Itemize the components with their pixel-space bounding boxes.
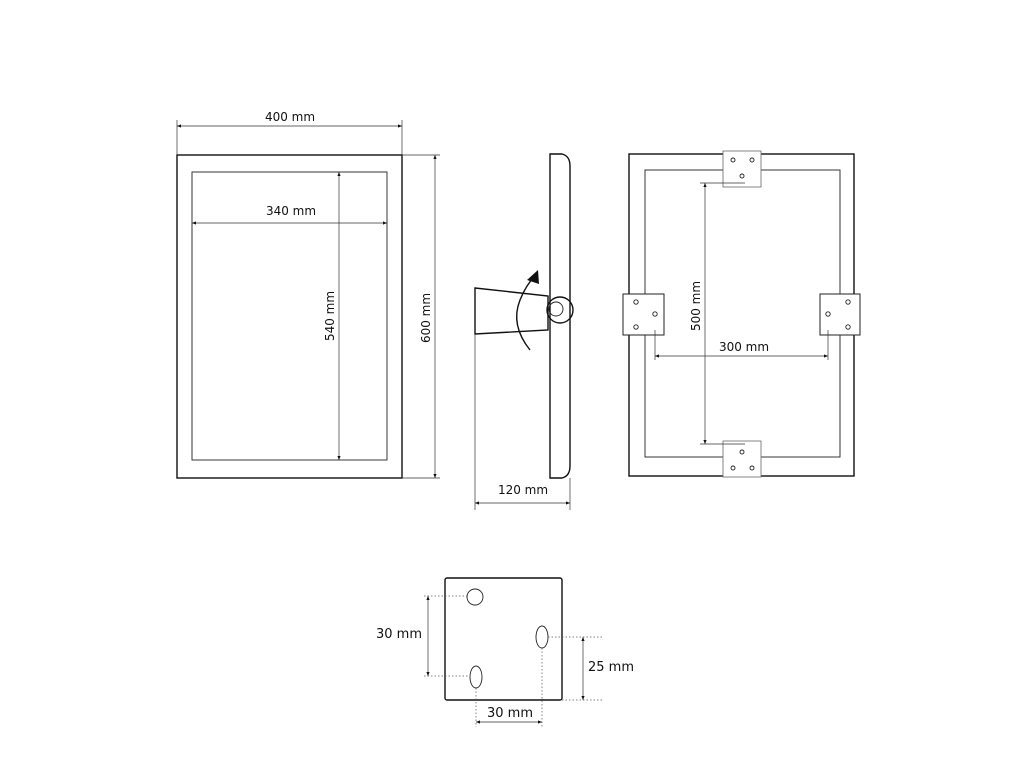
side-view: 120 mm	[474, 153, 574, 510]
pivot-pin	[548, 301, 564, 317]
outer-height-label: 600 mm	[419, 293, 433, 343]
plate-offset-label: 25 mm	[588, 660, 634, 675]
pivot-arm	[474, 287, 549, 335]
front-width-label: 400 mm	[265, 110, 315, 124]
inner-height-label: 540 mm	[323, 291, 337, 341]
mirror-edge-profile	[549, 153, 571, 479]
back-view: 500 mm 300 mm	[622, 150, 861, 478]
plate-detail: 30 mm 25 mm 30 mm	[376, 577, 634, 727]
bracket-top	[722, 150, 762, 188]
plate-slot-bottom	[469, 665, 483, 689]
pivot-knuckle	[546, 296, 574, 324]
mounting-plate	[444, 577, 563, 701]
back-spacing-vertical-label: 500 mm	[689, 281, 703, 331]
front-outer-frame	[176, 154, 403, 479]
back-inner-panel	[644, 169, 841, 458]
back-spacing-horizontal-label: 300 mm	[719, 340, 769, 354]
bracket-bottom	[722, 440, 762, 478]
rotation-arrow-head-icon	[527, 270, 539, 284]
rotation-arrow-icon	[516, 275, 536, 351]
plate-vertical-label: 30 mm	[376, 627, 422, 642]
front-inner-panel	[191, 171, 388, 461]
plate-horizontal-label: 30 mm	[487, 706, 533, 721]
inner-width-label: 340 mm	[266, 204, 316, 218]
bracket-left	[622, 293, 665, 336]
plate-slot-right	[535, 625, 549, 649]
side-depth-label: 120 mm	[498, 483, 548, 497]
front-view: 400 mm 340 mm 540 mm 600 mm	[176, 110, 440, 479]
bracket-right	[819, 293, 861, 336]
plate-hole-top	[466, 588, 484, 606]
